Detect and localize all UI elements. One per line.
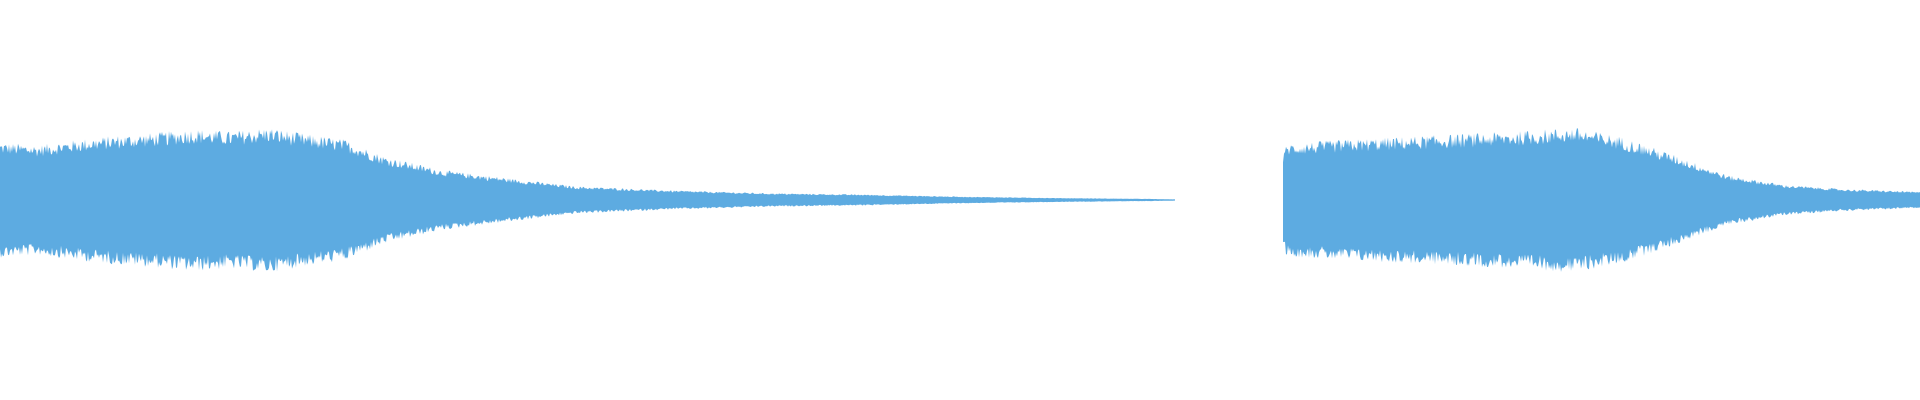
waveform-clip-2[interactable]: [1283, 128, 1920, 272]
waveform-clips: [0, 128, 1920, 272]
waveform-clip-1[interactable]: [0, 129, 1175, 272]
